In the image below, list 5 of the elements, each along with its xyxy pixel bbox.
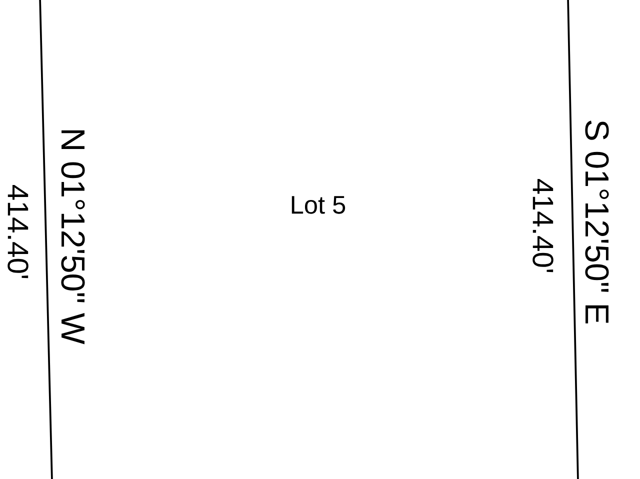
distance-label: 414.40' xyxy=(532,179,554,272)
distance-label: 414.40' xyxy=(8,185,28,278)
lot-label: Lot 5 xyxy=(292,196,346,214)
bearing-label: N 01°12'50" W xyxy=(61,130,85,344)
bearing-label: S 01°12'50" E xyxy=(585,120,609,324)
